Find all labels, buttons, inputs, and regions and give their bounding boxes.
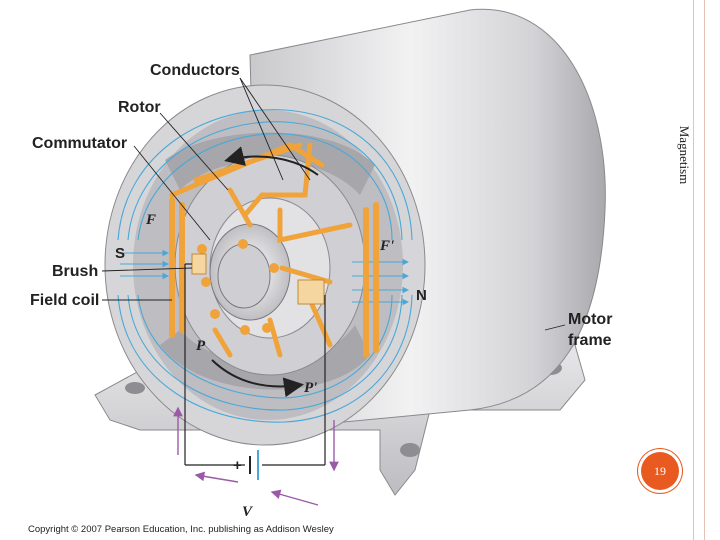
label-plus-terminal: +: [233, 457, 242, 474]
label-conductors: Conductors: [150, 62, 240, 79]
label-south-pole: S: [115, 245, 125, 262]
circuit-wires: [184, 263, 326, 480]
field-coil: [169, 197, 379, 358]
label-p-prime: P': [304, 380, 317, 396]
label-f-prime: F': [379, 238, 394, 254]
page-number-badge: 19: [641, 452, 679, 490]
label-motor-frame-line1: Motor: [568, 311, 612, 328]
rotor-conductors: [169, 142, 353, 358]
vertical-slide-title: Magnetism: [677, 125, 692, 185]
label-motor-frame-line2: frame: [568, 332, 612, 349]
label-field-coil: Field coil: [30, 292, 99, 309]
copyright-notice: Copyright © 2007 Pearson Education, Inc.…: [28, 524, 334, 535]
label-leaders: [101, 77, 566, 331]
commutator-segments: [197, 239, 279, 335]
label-rotor: Rotor: [118, 99, 161, 116]
magnetic-field-lines: [117, 109, 413, 423]
current-arrows: [173, 406, 339, 506]
label-commutator: Commutator: [32, 135, 127, 152]
slide-border-line: [704, 0, 705, 540]
label-brush: Brush: [52, 263, 98, 280]
label-f: F: [145, 212, 156, 228]
brushes: [191, 253, 325, 305]
rotation-arrows: [211, 146, 319, 398]
label-voltage: V: [242, 504, 254, 520]
slide-border-line: [693, 0, 694, 540]
label-north-pole: N: [416, 287, 427, 304]
label-p: P: [196, 338, 206, 354]
